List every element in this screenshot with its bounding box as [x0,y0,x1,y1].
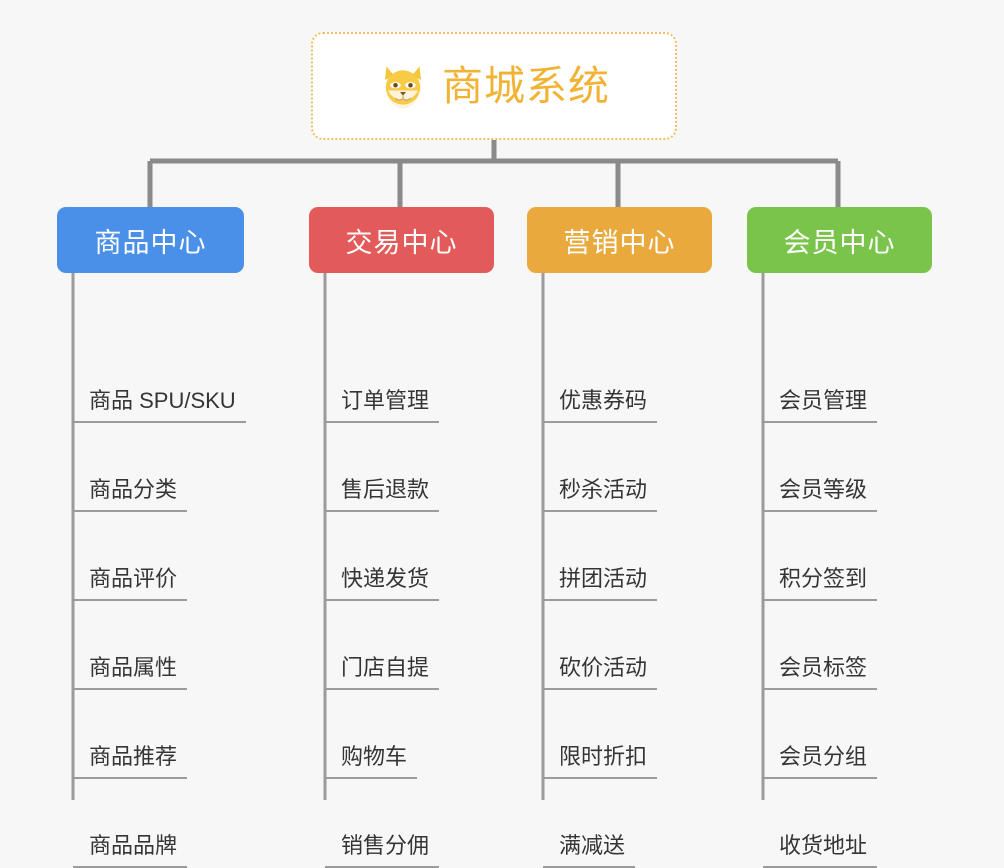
leaf-item-label: 积分签到 [763,566,878,601]
leaf-item-label: 收货地址 [763,833,878,868]
leaf-item[interactable]: 优惠券码 [543,334,658,423]
leaf-item[interactable]: 会员标签 [763,601,878,690]
category-header-label: 会员中心 [783,227,896,258]
leaf-item-label: 订单管理 [325,388,440,423]
leaf-item-label: 售后退款 [325,477,440,512]
category-header-label: 商品中心 [94,227,207,258]
leaf-item[interactable]: 积分签到 [763,512,878,601]
category-header-label: 交易中心 [345,227,458,258]
leaf-item-label: 会员等级 [763,477,878,512]
root-title: 商城系统 [442,62,610,109]
root-node[interactable]: 商城系统 [311,32,677,140]
leaf-item[interactable]: 会员管理 [763,334,878,423]
leaf-item-label: 购物车 [325,744,418,779]
leaf-item-label: 销售分佣 [325,833,440,868]
leaf-item-label: 砍价活动 [543,655,658,690]
leaf-item-label: 满减送 [543,833,636,868]
leaf-item-label: 商品评价 [73,566,188,601]
leaf-item[interactable]: 快递发货 [325,512,440,601]
leaf-item-label: 商品 SPU/SKU [73,388,246,423]
category-column: 营销中心优惠券码秒杀活动拼团活动砍价活动限时折扣满减送 [527,207,712,868]
leaf-item[interactable]: 商品 SPU/SKU [73,334,246,423]
leaf-item[interactable]: 满减送 [543,779,636,868]
leaf-item[interactable]: 收货地址 [763,779,878,868]
leaf-item[interactable]: 商品分类 [73,423,188,512]
leaf-item-label: 会员分组 [763,744,878,779]
leaf-item[interactable]: 秒杀活动 [543,423,658,512]
leaf-item-label: 商品推荐 [73,744,188,779]
category-header-4[interactable]: 会员中心 [747,207,932,273]
leaf-item-label: 商品品牌 [73,833,188,868]
leaf-item[interactable]: 商品属性 [73,601,188,690]
leaf-item-label: 会员管理 [763,388,878,423]
category-header-2[interactable]: 交易中心 [309,207,494,273]
category-column: 交易中心订单管理售后退款快递发货门店自提购物车销售分佣 [309,207,494,868]
leaf-item[interactable]: 砍价活动 [543,601,658,690]
leaf-item-label: 限时折扣 [543,744,658,779]
category-column: 商品中心商品 SPU/SKU 商品分类商品评价商品属性商品推荐商品品牌 [57,207,246,868]
leaf-item[interactable]: 销售分佣 [325,779,440,868]
leaf-item-label: 优惠券码 [543,388,658,423]
category-header-1[interactable]: 商品中心 [57,207,244,273]
category-header-3[interactable]: 营销中心 [527,207,712,273]
leaf-item-label: 商品属性 [73,655,188,690]
leaf-item-label: 拼团活动 [543,566,658,601]
leaf-item[interactable]: 购物车 [325,690,418,779]
leaf-item-label: 秒杀活动 [543,477,658,512]
leaf-item[interactable]: 商品品牌 [73,779,188,868]
leaf-item-label: 快递发货 [325,566,440,601]
leaf-item[interactable]: 限时折扣 [543,690,658,779]
leaf-item[interactable]: 会员分组 [763,690,878,779]
leaf-item-label: 会员标签 [763,655,878,690]
category-column: 会员中心会员管理会员等级积分签到会员标签会员分组收货地址 [747,207,932,868]
org-chart-canvas: 商城系统 商品中心商品 SPU/SKU 商品分类商品评价商品属性商品推荐商品品牌 交… [57,32,932,868]
leaf-item[interactable]: 门店自提 [325,601,440,690]
leaf-item[interactable]: 订单管理 [325,334,440,423]
leaf-item[interactable]: 拼团活动 [543,512,658,601]
leaf-item-label: 门店自提 [325,655,440,690]
category-header-label: 营销中心 [563,227,676,258]
leaf-item[interactable]: 商品评价 [73,512,188,601]
leaf-item-label: 商品分类 [73,477,188,512]
shiba-dog-face-icon [385,66,421,109]
leaf-item[interactable]: 会员等级 [763,423,878,512]
leaf-item[interactable]: 商品推荐 [73,690,188,779]
leaf-item[interactable]: 售后退款 [325,423,440,512]
